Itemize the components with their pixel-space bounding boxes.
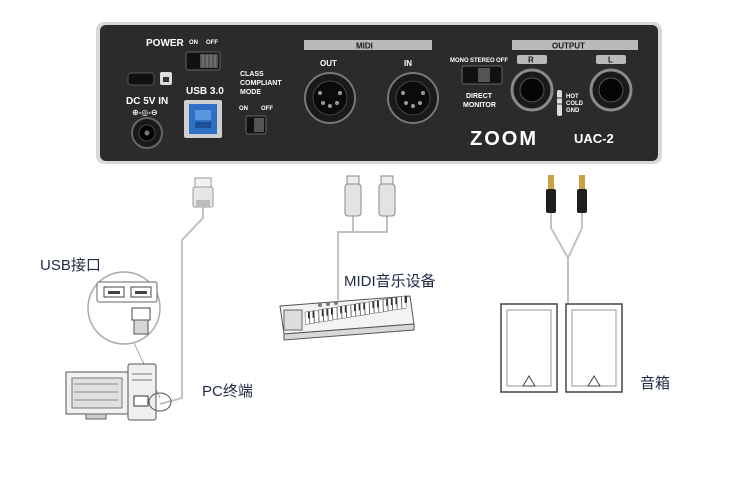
midi-keyboard-icon bbox=[279, 295, 415, 341]
midi-device-label: MIDI音乐设备 bbox=[344, 273, 436, 290]
direct-monitor-line-2: MONITOR bbox=[463, 102, 496, 109]
output-header-bar bbox=[512, 40, 638, 50]
keyboard-key bbox=[364, 301, 370, 315]
usb-cable bbox=[159, 205, 204, 405]
pc-computer-icon bbox=[65, 363, 172, 421]
usb-label: USB 3.0 bbox=[186, 86, 224, 97]
keyboard-black-key bbox=[331, 307, 334, 315]
keyboard-black-key bbox=[358, 303, 361, 311]
keyboard-key bbox=[313, 309, 320, 324]
trs-plug-icon bbox=[556, 90, 563, 116]
output-l-jack[interactable] bbox=[589, 68, 633, 112]
class-compliant-switch[interactable] bbox=[245, 115, 267, 135]
dm-off-label: OFF bbox=[496, 58, 508, 64]
keyboard-key bbox=[396, 296, 402, 310]
keyboard-black-key bbox=[344, 305, 348, 313]
class-on-label: ON bbox=[239, 106, 248, 112]
security-slot bbox=[127, 72, 172, 86]
usb-port-label: USB接口 bbox=[40, 257, 101, 274]
keyboard-black-key bbox=[395, 297, 398, 305]
keyboard-black-key bbox=[390, 298, 394, 305]
stereo-label: STEREO bbox=[470, 58, 495, 64]
dc-in-label: DC 5V IN bbox=[126, 96, 168, 107]
speaker-left-icon bbox=[500, 303, 558, 393]
keyboard-black-key bbox=[377, 300, 380, 308]
jack-legend-hot: HOT bbox=[566, 94, 579, 100]
brand-logo: ZOOM bbox=[470, 128, 538, 150]
output-l-label: L bbox=[608, 56, 613, 65]
dc-polarity-icon: ⊕-◎-⊖ bbox=[132, 108, 158, 117]
midi-header-label: MIDI bbox=[356, 42, 373, 51]
keyboard-black-key bbox=[326, 308, 329, 316]
output-header-label: OUTPUT bbox=[552, 42, 585, 51]
uac2-rear-panel: POWER ON OFF DC 5V IN ⊕-◎-⊖ USB 3.0 bbox=[96, 22, 662, 164]
direct-monitor-line-1: DIRECT bbox=[466, 93, 493, 100]
power-off-label: OFF bbox=[206, 40, 218, 46]
midi-header-bar bbox=[304, 40, 432, 50]
keyboard-black-key bbox=[404, 295, 407, 303]
model-label: UAC-2 bbox=[574, 131, 614, 146]
output-r-jack[interactable] bbox=[510, 68, 554, 112]
class-compliant-line-2: COMPLIANT bbox=[240, 80, 282, 87]
class-off-label: OFF bbox=[261, 106, 273, 112]
keyboard-key bbox=[332, 306, 338, 321]
midi-in-port[interactable] bbox=[387, 72, 439, 124]
class-compliant-line-1: CLASS bbox=[240, 71, 264, 78]
midi-in-label: IN bbox=[404, 59, 412, 68]
speaker-right-icon bbox=[565, 303, 623, 393]
keyboard-black-key bbox=[312, 310, 315, 318]
keyboard-black-key bbox=[340, 306, 343, 314]
jack-legend-gnd: GND bbox=[566, 108, 580, 114]
keyboard-key bbox=[378, 299, 384, 313]
pc-label: PC终端 bbox=[202, 383, 253, 400]
keyboard-black-key bbox=[354, 304, 357, 311]
power-switch[interactable] bbox=[185, 51, 221, 71]
trs-plugs bbox=[546, 175, 587, 213]
power-on-label: ON bbox=[189, 40, 198, 46]
speakers-label: 音箱 bbox=[640, 375, 670, 392]
midi-cables bbox=[337, 215, 388, 300]
power-label: POWER bbox=[146, 38, 185, 49]
usb-b-port[interactable] bbox=[184, 100, 222, 138]
usb-port-zoom-callout bbox=[87, 271, 161, 399]
keyboard-black-key bbox=[363, 302, 366, 310]
class-compliant-line-3: MODE bbox=[240, 89, 261, 96]
mono-label: MONO bbox=[450, 58, 469, 64]
midi-plugs bbox=[344, 175, 396, 217]
direct-monitor-switch[interactable] bbox=[461, 65, 503, 85]
keyboard-black-key bbox=[321, 309, 325, 317]
output-r-label: R bbox=[528, 56, 534, 65]
midi-out-port[interactable] bbox=[304, 72, 356, 124]
usb-b-plug bbox=[192, 177, 214, 208]
keyboard-black-key bbox=[386, 298, 389, 306]
keyboard-black-key bbox=[372, 301, 375, 308]
jack-legend-cold: COLD bbox=[566, 101, 584, 107]
keyboard-black-key bbox=[308, 311, 311, 319]
dc-in-jack[interactable] bbox=[131, 117, 163, 149]
keyboard-key bbox=[346, 304, 352, 318]
midi-out-label: OUT bbox=[320, 59, 337, 68]
audio-cables bbox=[550, 212, 583, 305]
